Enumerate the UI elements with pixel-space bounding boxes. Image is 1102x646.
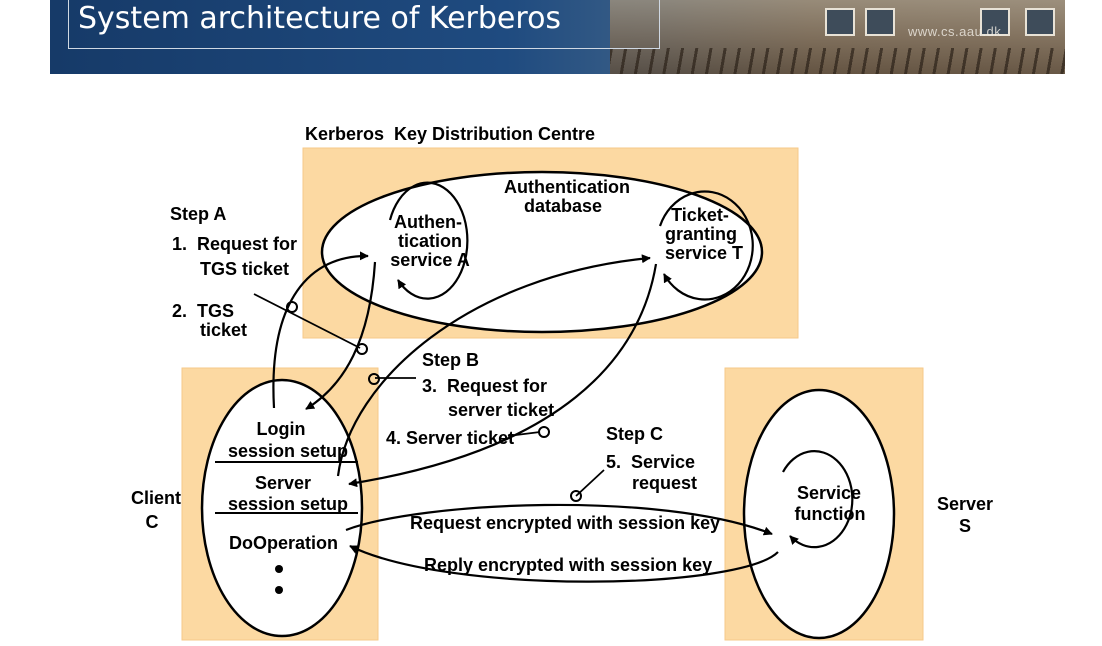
message-marker [356, 343, 368, 355]
auth-service-loop-arrow [388, 181, 469, 300]
bicycles-decoration [610, 48, 1065, 74]
tgs-label: Ticket- [671, 205, 729, 225]
auth-service-label: service A [390, 250, 469, 270]
message-marker [286, 301, 298, 313]
step-c-request-label: 5. Service [606, 452, 695, 472]
window-decoration [1025, 8, 1055, 36]
step-a-ticket-label: 2. TGS [172, 301, 234, 321]
auth-service-label: tication [398, 231, 462, 251]
window-decoration [980, 8, 1010, 36]
arrow-server-ticket [348, 263, 658, 488]
message-marker [570, 490, 582, 502]
step-a-ticket-label: ticket [200, 320, 247, 340]
client-ellipse [200, 378, 364, 638]
step-a-label: Step A [170, 204, 226, 224]
service-function-loop-arrow [782, 450, 854, 549]
message-marker [368, 373, 380, 385]
site-url: www.cs.aau.dk [908, 24, 1002, 39]
step-c-request-label: request [632, 473, 697, 493]
tgs-label: service T [665, 243, 743, 263]
service-function-label: Service [797, 483, 861, 503]
title-banner: System architecture of Kerberos www.cs.a… [50, 0, 1065, 74]
arrow-request-server-ticket [336, 254, 651, 477]
client-label: Client [131, 488, 181, 508]
window-decoration [865, 8, 895, 36]
step-b-server-ticket-label: 4. Server ticket [386, 428, 514, 448]
step-b-label: Step B [422, 350, 479, 370]
leader-line-tgs-ticket [253, 293, 361, 349]
window-decoration [825, 8, 855, 36]
slide-title: System architecture of Kerberos [78, 1, 562, 36]
ellipsis-dot [275, 586, 283, 594]
arrow-reply [349, 545, 779, 583]
tgs-loop-arrow [658, 190, 754, 301]
arrow-request-tgs-ticket [272, 251, 369, 409]
client-label: C [146, 512, 159, 532]
step-b-request-label: 3. Request for [422, 376, 547, 396]
auth-db-label: database [524, 196, 602, 216]
server-session-label: session setup [228, 494, 348, 514]
dooperation-label: DoOperation [229, 533, 338, 553]
authentication-database-ellipse [320, 170, 764, 334]
auth-db-label: Authentication [504, 177, 630, 197]
request-encrypted-label: Request encrypted with session key [410, 513, 720, 533]
title-frame [68, 0, 660, 49]
server-ellipse [742, 388, 896, 640]
server-session-label: Server [255, 473, 311, 493]
auth-service-label: Authen- [394, 212, 462, 232]
login-label: Login [257, 419, 306, 439]
ellipsis-dot [275, 565, 283, 573]
leader-line-server-ticket [507, 431, 541, 437]
message-marker [538, 426, 550, 438]
server-label: S [959, 516, 971, 536]
leader-line-service-request [575, 469, 605, 497]
login-label: session setup [228, 441, 348, 461]
server-label: Server [937, 494, 993, 514]
step-a-request-label: TGS ticket [200, 259, 289, 279]
service-function-label: function [795, 504, 866, 524]
arrow-service-request [345, 503, 773, 536]
step-c-label: Step C [606, 424, 663, 444]
tgs-label: granting [665, 224, 737, 244]
step-b-request-label: server ticket [448, 400, 554, 420]
kdc-label: Kerberos Key Distribution Centre [305, 124, 595, 144]
step-a-request-label: 1. Request for [172, 234, 297, 254]
arrow-tgs-ticket [305, 261, 377, 410]
reply-encrypted-label: Reply encrypted with session key [424, 555, 712, 575]
